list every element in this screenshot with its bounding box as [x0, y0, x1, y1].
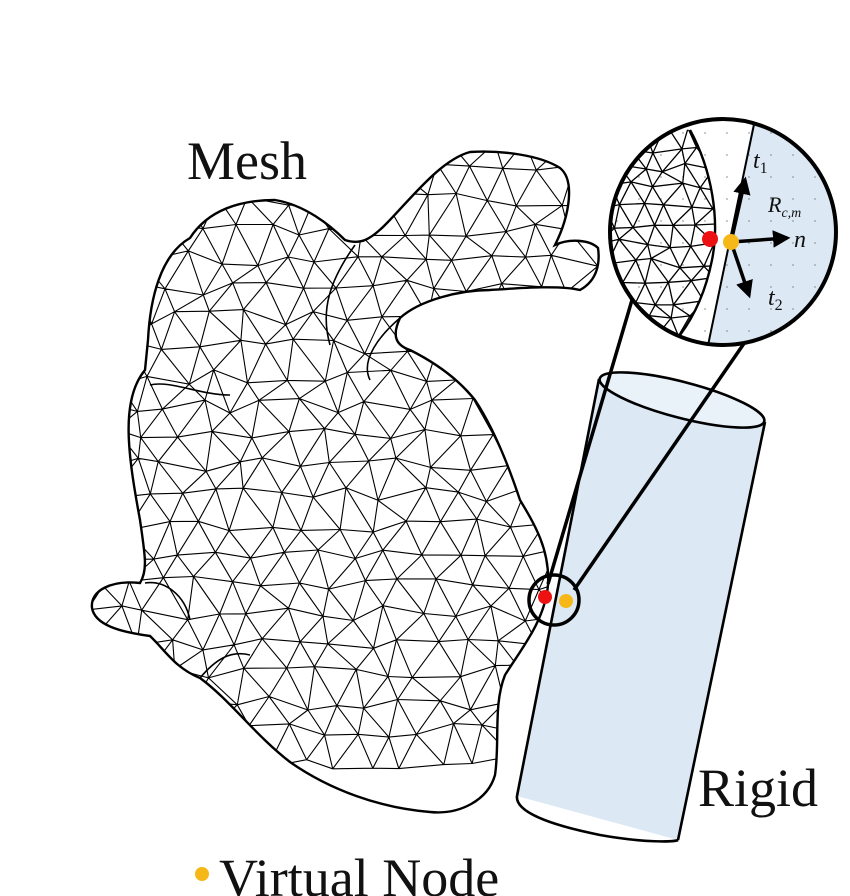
zoom-mesh-boundary — [679, 129, 717, 336]
rigid-cylinder — [515, 371, 767, 843]
contact-point — [527, 573, 581, 627]
t2-vector — [729, 241, 753, 299]
r-label: Rc,m — [767, 192, 801, 221]
bunny-detail-lines — [144, 244, 401, 679]
t1-vector — [729, 176, 751, 243]
contact-frame-vectors — [729, 176, 791, 299]
n-label: n — [794, 227, 806, 253]
t1-label: t1 — [753, 148, 768, 177]
cylinder-top-cap — [598, 371, 766, 429]
legend-virtual-node-label: Virtual Node — [219, 848, 499, 896]
zoom-connectors — [546, 299, 747, 591]
zoom-virtual-node-dot — [723, 234, 739, 250]
t2-label: t2 — [768, 285, 783, 314]
zoom-mesh-node-dot — [702, 231, 718, 247]
cylinder-bottom-cap — [515, 795, 679, 843]
contact-highlight-circle — [527, 573, 581, 627]
rigid-label: Rigid — [698, 758, 818, 818]
zoom-circle-outline — [608, 117, 838, 347]
mesh-node-dot — [538, 590, 552, 604]
mesh-label: Mesh — [187, 131, 307, 191]
virtual-node-dot — [559, 594, 573, 608]
bunny-outline — [90, 150, 600, 814]
n-vector — [730, 230, 791, 248]
cylinder-body — [517, 379, 765, 840]
legend-virtual-node-dot — [195, 867, 209, 881]
legend: Virtual Node — [195, 848, 499, 896]
